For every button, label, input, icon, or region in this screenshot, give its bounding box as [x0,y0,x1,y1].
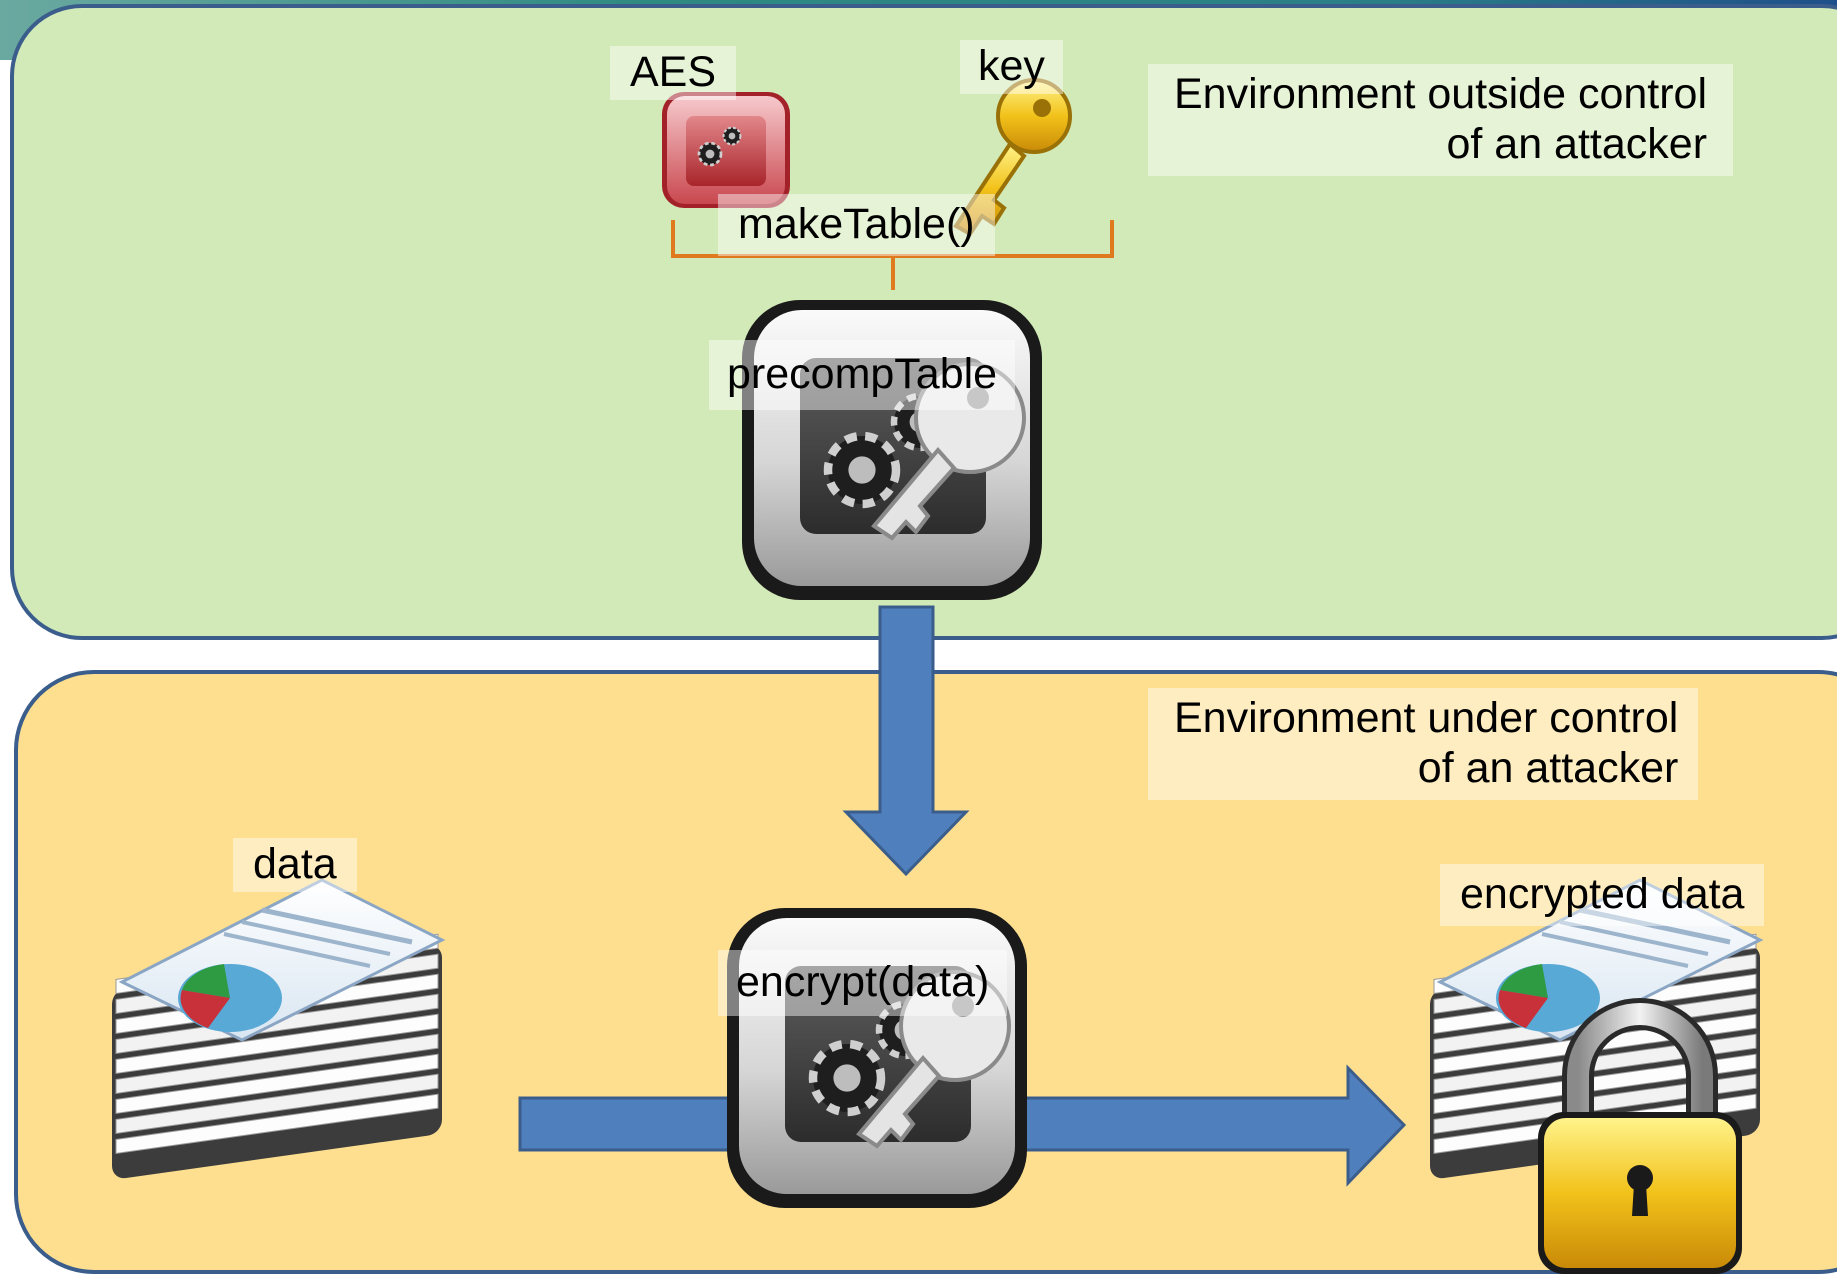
key-icon [953,78,1072,237]
precomp-table-label: precompTable [709,340,1016,410]
under-control-line1: Environment under control [1174,694,1679,742]
data-label: data [233,838,357,892]
arrow-down [842,605,970,877]
under-control-line2: of an attacker [1417,743,1679,792]
outside-control-line2: of an attacker [1446,119,1708,168]
encrypt-label: encrypt(data) [718,950,1008,1016]
outside-control-line1: Environment outside control [1174,70,1708,118]
outside-control-caption: Environment outside control of an attack… [1148,64,1734,176]
make-table-bracket [671,220,1114,290]
aes-module-icon [662,92,790,208]
aes-label: AES [610,46,737,100]
make-table-label: makeTable() [718,194,995,256]
padlock-icon [1538,998,1742,1274]
under-control-caption: Environment under control of an attacker [1148,688,1699,800]
key-label: key [960,40,1063,94]
encrypted-data-label: encrypted data [1440,864,1765,926]
